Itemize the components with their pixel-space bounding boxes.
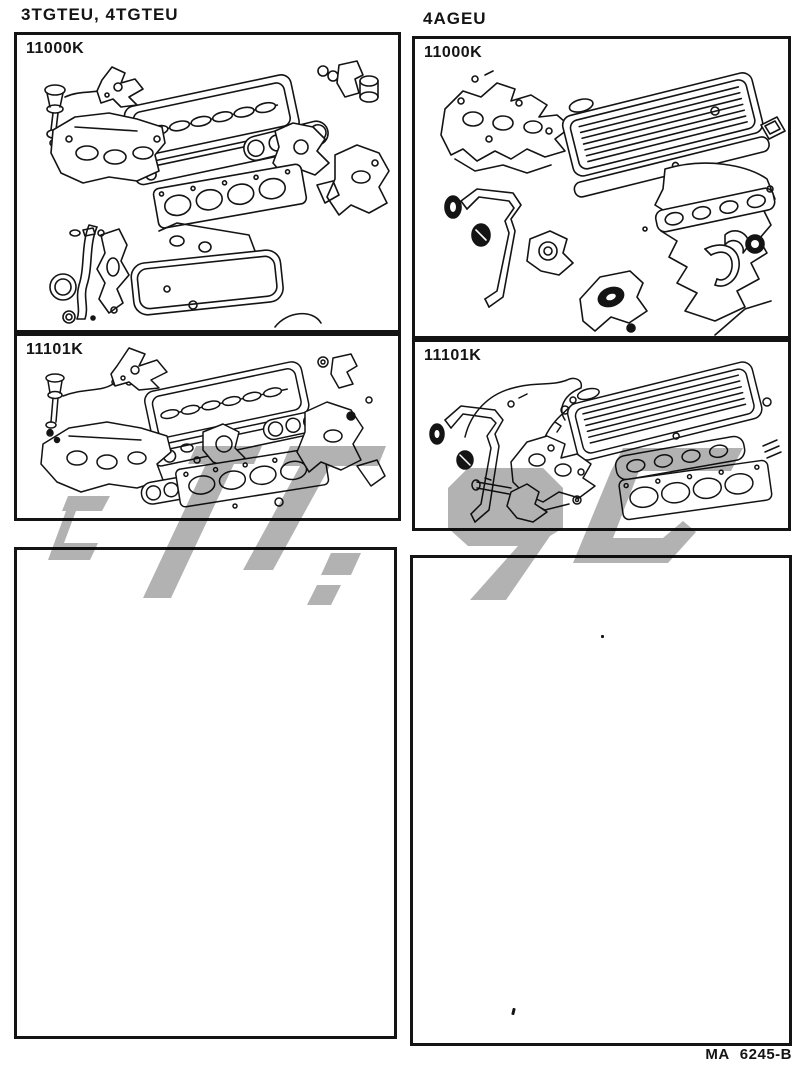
part-number-label: 11101K [26,341,84,358]
engine-group-header-left: 3TGTEU, 4TGTEU [21,5,179,24]
figure-code: MA 6245-B [705,1046,792,1063]
panel-empty-left [14,547,397,1039]
engine-gasket-kit-diagram [440,70,786,336]
engine-group-header-right: 4AGEU [423,9,487,28]
scan-artifact-dot [601,635,604,638]
panel-empty-right [410,555,792,1046]
panel-11000k-3tgteu: 11000K [14,32,401,333]
panel-11101k-3tgteu: 11101K [14,333,401,521]
panel-11000k-4ageu: 11000K [412,36,791,339]
head-gasket-kit-diagram [429,361,782,523]
head-gasket-kit-diagram [40,347,386,509]
part-number-label: 11000K [26,40,85,57]
part-number-label: 11000K [424,44,483,61]
panel-11101k-4ageu: 11101K [412,339,791,531]
engine-gasket-kit-diagram [44,60,390,328]
part-number-label: 11101K [424,347,482,364]
